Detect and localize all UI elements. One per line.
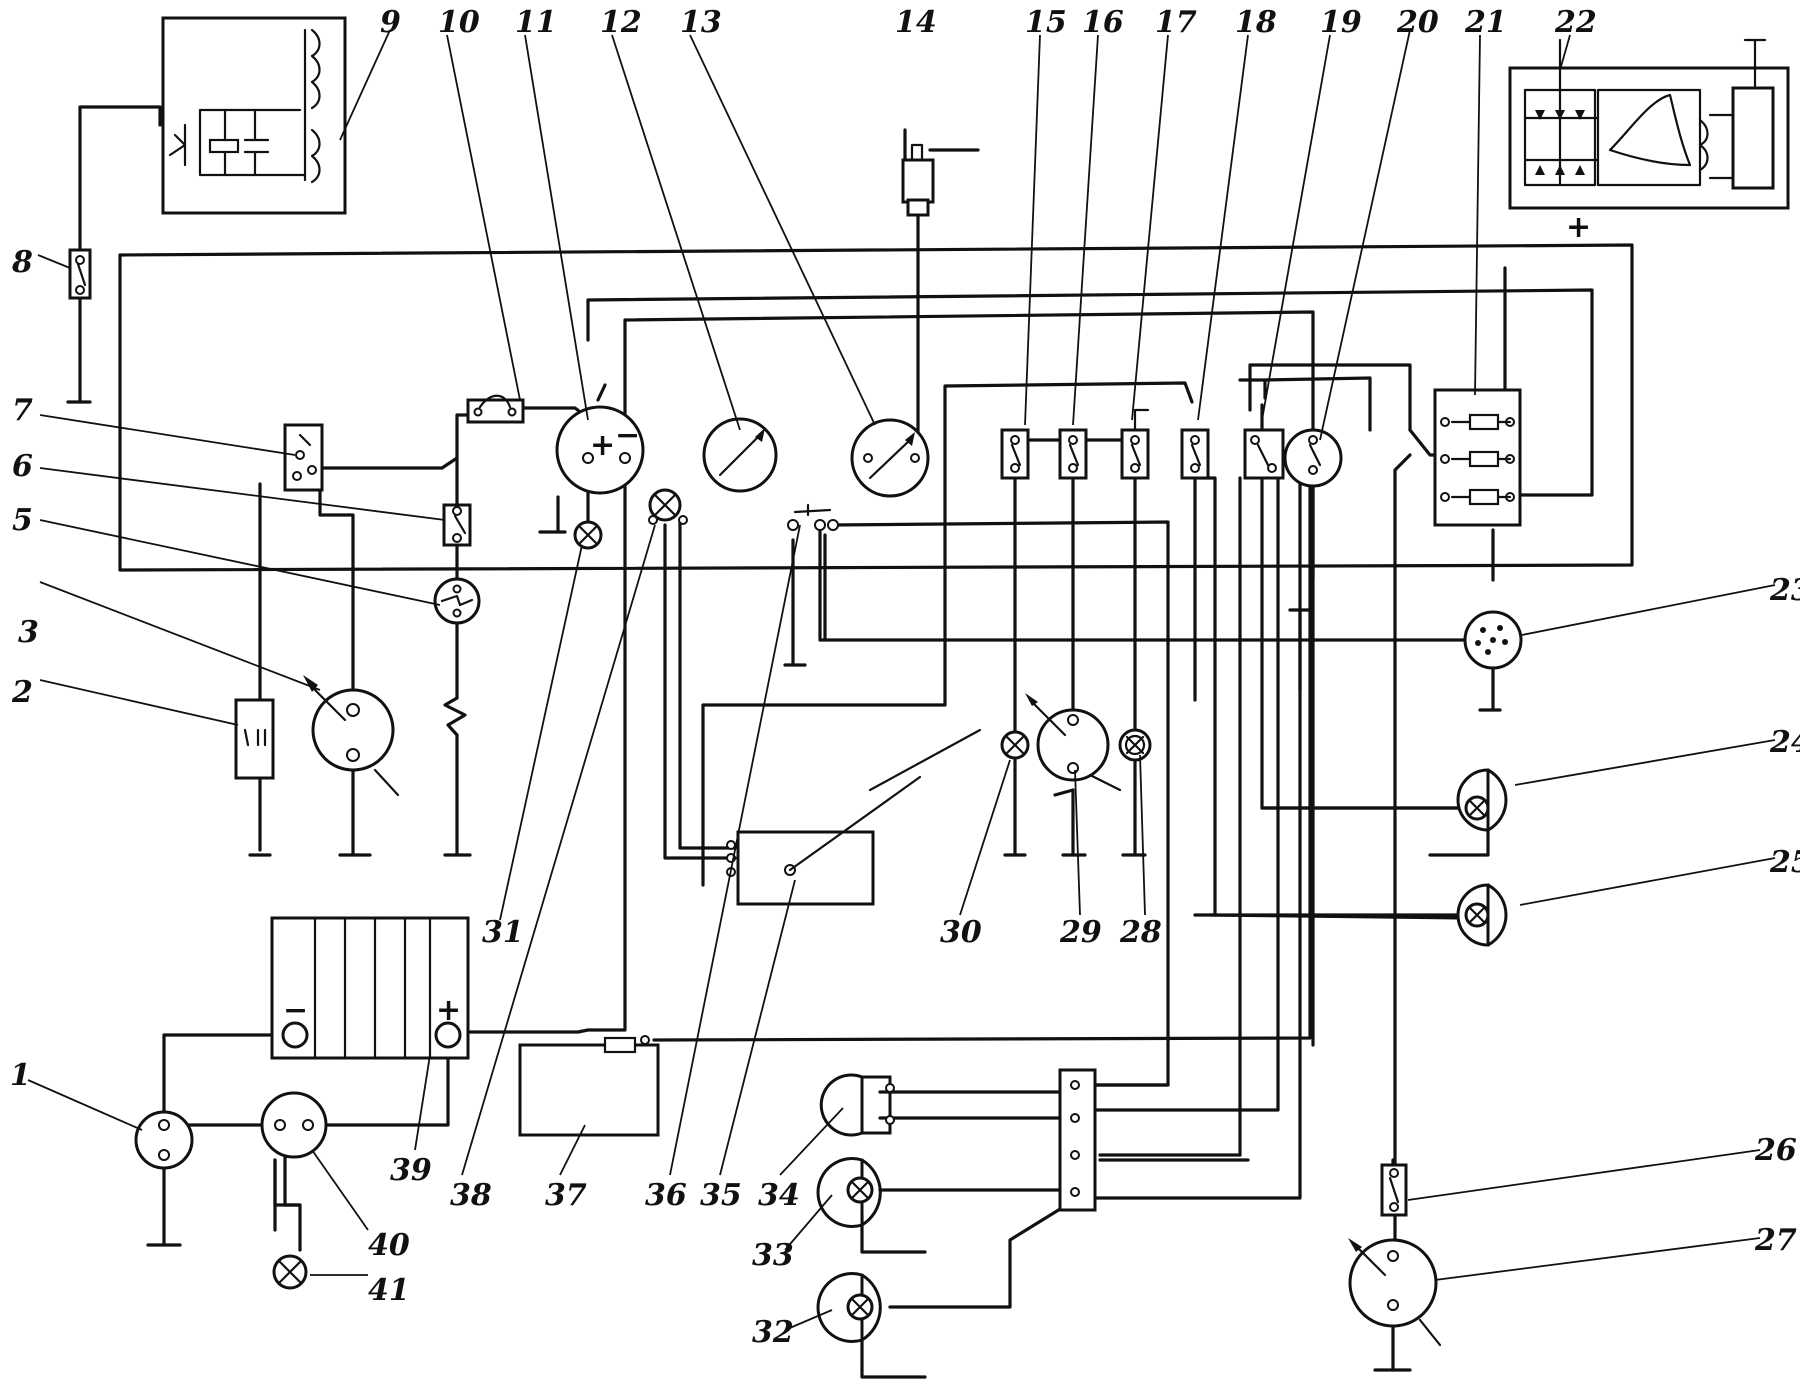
gauge-13 [850,418,930,498]
switch-20 [1283,428,1343,488]
label-2: 2 [11,675,33,710]
label-40: 40 [368,1228,410,1263]
lamp-31 [573,520,603,550]
label-26: 26 [1754,1133,1797,1168]
sender-14 [901,143,935,217]
label-19: 19 [1320,5,1362,40]
label-35: 35 [700,1178,742,1213]
label-34: 34 [758,1178,800,1213]
label-37: 37 [545,1178,587,1213]
label-39: 39 [390,1153,432,1188]
label-5: 5 [12,503,33,538]
label-18: 18 [1235,5,1277,40]
alternator-22: + [1508,38,1790,245]
gauge-3 [303,675,400,797]
voltage-regulator-9 [161,16,347,215]
battery-minus: − [283,993,308,1028]
battery-plus: + [436,993,461,1028]
socket-23 [1463,610,1523,712]
label-11: 11 [515,5,557,40]
battery-39: − + [270,916,470,1060]
lamp-32 [816,1272,882,1343]
label-36: 36 [645,1178,687,1213]
label-29: 29 [1059,915,1102,950]
wiper-motor-box [726,728,982,906]
leader-lines [27,29,1776,1331]
headlamp-24 [1456,768,1508,832]
label-16: 16 [1082,5,1124,40]
label-22: 22 [1554,5,1597,40]
lamp-30 [1000,730,1030,760]
label-15: 15 [1025,5,1067,40]
label-33: 33 [752,1238,794,1273]
switch-18 [1180,428,1210,480]
label-13: 13 [680,5,722,40]
lamp-34 [819,1073,895,1137]
switch-16 [1058,428,1088,480]
label-32: 32 [752,1315,794,1350]
alternator-plus: + [1566,210,1591,245]
label-7: 7 [12,393,33,428]
ammeter-11: + − [555,405,645,495]
label-41: 41 [368,1273,410,1308]
label-25: 25 [1769,845,1800,880]
ammeter-minus: − [615,418,640,453]
fuse-8 [68,248,92,300]
lamp-41 [272,1254,308,1290]
label-31: 31 [482,915,524,950]
label-28: 28 [1119,915,1162,950]
switch-10 [466,394,525,424]
label-10: 10 [438,5,480,40]
label-6: 6 [12,449,33,484]
fuse-26 [1380,1163,1408,1217]
ammeter-plus: + [590,428,615,463]
switch-17 [1120,408,1150,480]
gauge-29 [1025,693,1122,792]
flasher-5 [433,577,481,625]
label-23: 23 [1769,573,1800,608]
headlamp-25 [1456,883,1508,947]
switch-1 [134,1110,194,1170]
label-9: 9 [380,5,401,40]
relay-7 [283,423,324,492]
fuse-6 [442,503,472,547]
label-17: 17 [1155,5,1197,40]
switch-15 [1000,428,1030,480]
unit-37 [518,1035,660,1137]
label-38: 38 [450,1178,492,1213]
label-20: 20 [1396,5,1439,40]
switch-35 [787,503,839,531]
connector-block [1058,1068,1097,1212]
label-8: 8 [11,245,33,280]
resistor-5 [443,696,467,737]
switch-19 [1243,428,1285,480]
ignition-switch-36 [648,488,688,525]
label-30: 30 [940,915,982,950]
gauge-27 [1348,1238,1442,1347]
label-21: 21 [1464,5,1507,40]
sensor-2 [234,698,275,780]
relay-40 [260,1091,328,1207]
lamp-33 [816,1157,882,1228]
lamp-28 [1118,728,1152,762]
label-1: 1 [10,1058,31,1093]
callout-labels: 9 10 11 12 13 14 15 16 17 18 19 20 21 22… [10,5,1800,1350]
label-24: 24 [1769,725,1800,760]
label-3: 3 [18,615,39,650]
label-12: 12 [600,5,642,40]
label-14: 14 [895,5,937,40]
gauge-12 [702,417,778,493]
relay-block-21 [1433,388,1522,527]
label-27: 27 [1754,1223,1797,1258]
